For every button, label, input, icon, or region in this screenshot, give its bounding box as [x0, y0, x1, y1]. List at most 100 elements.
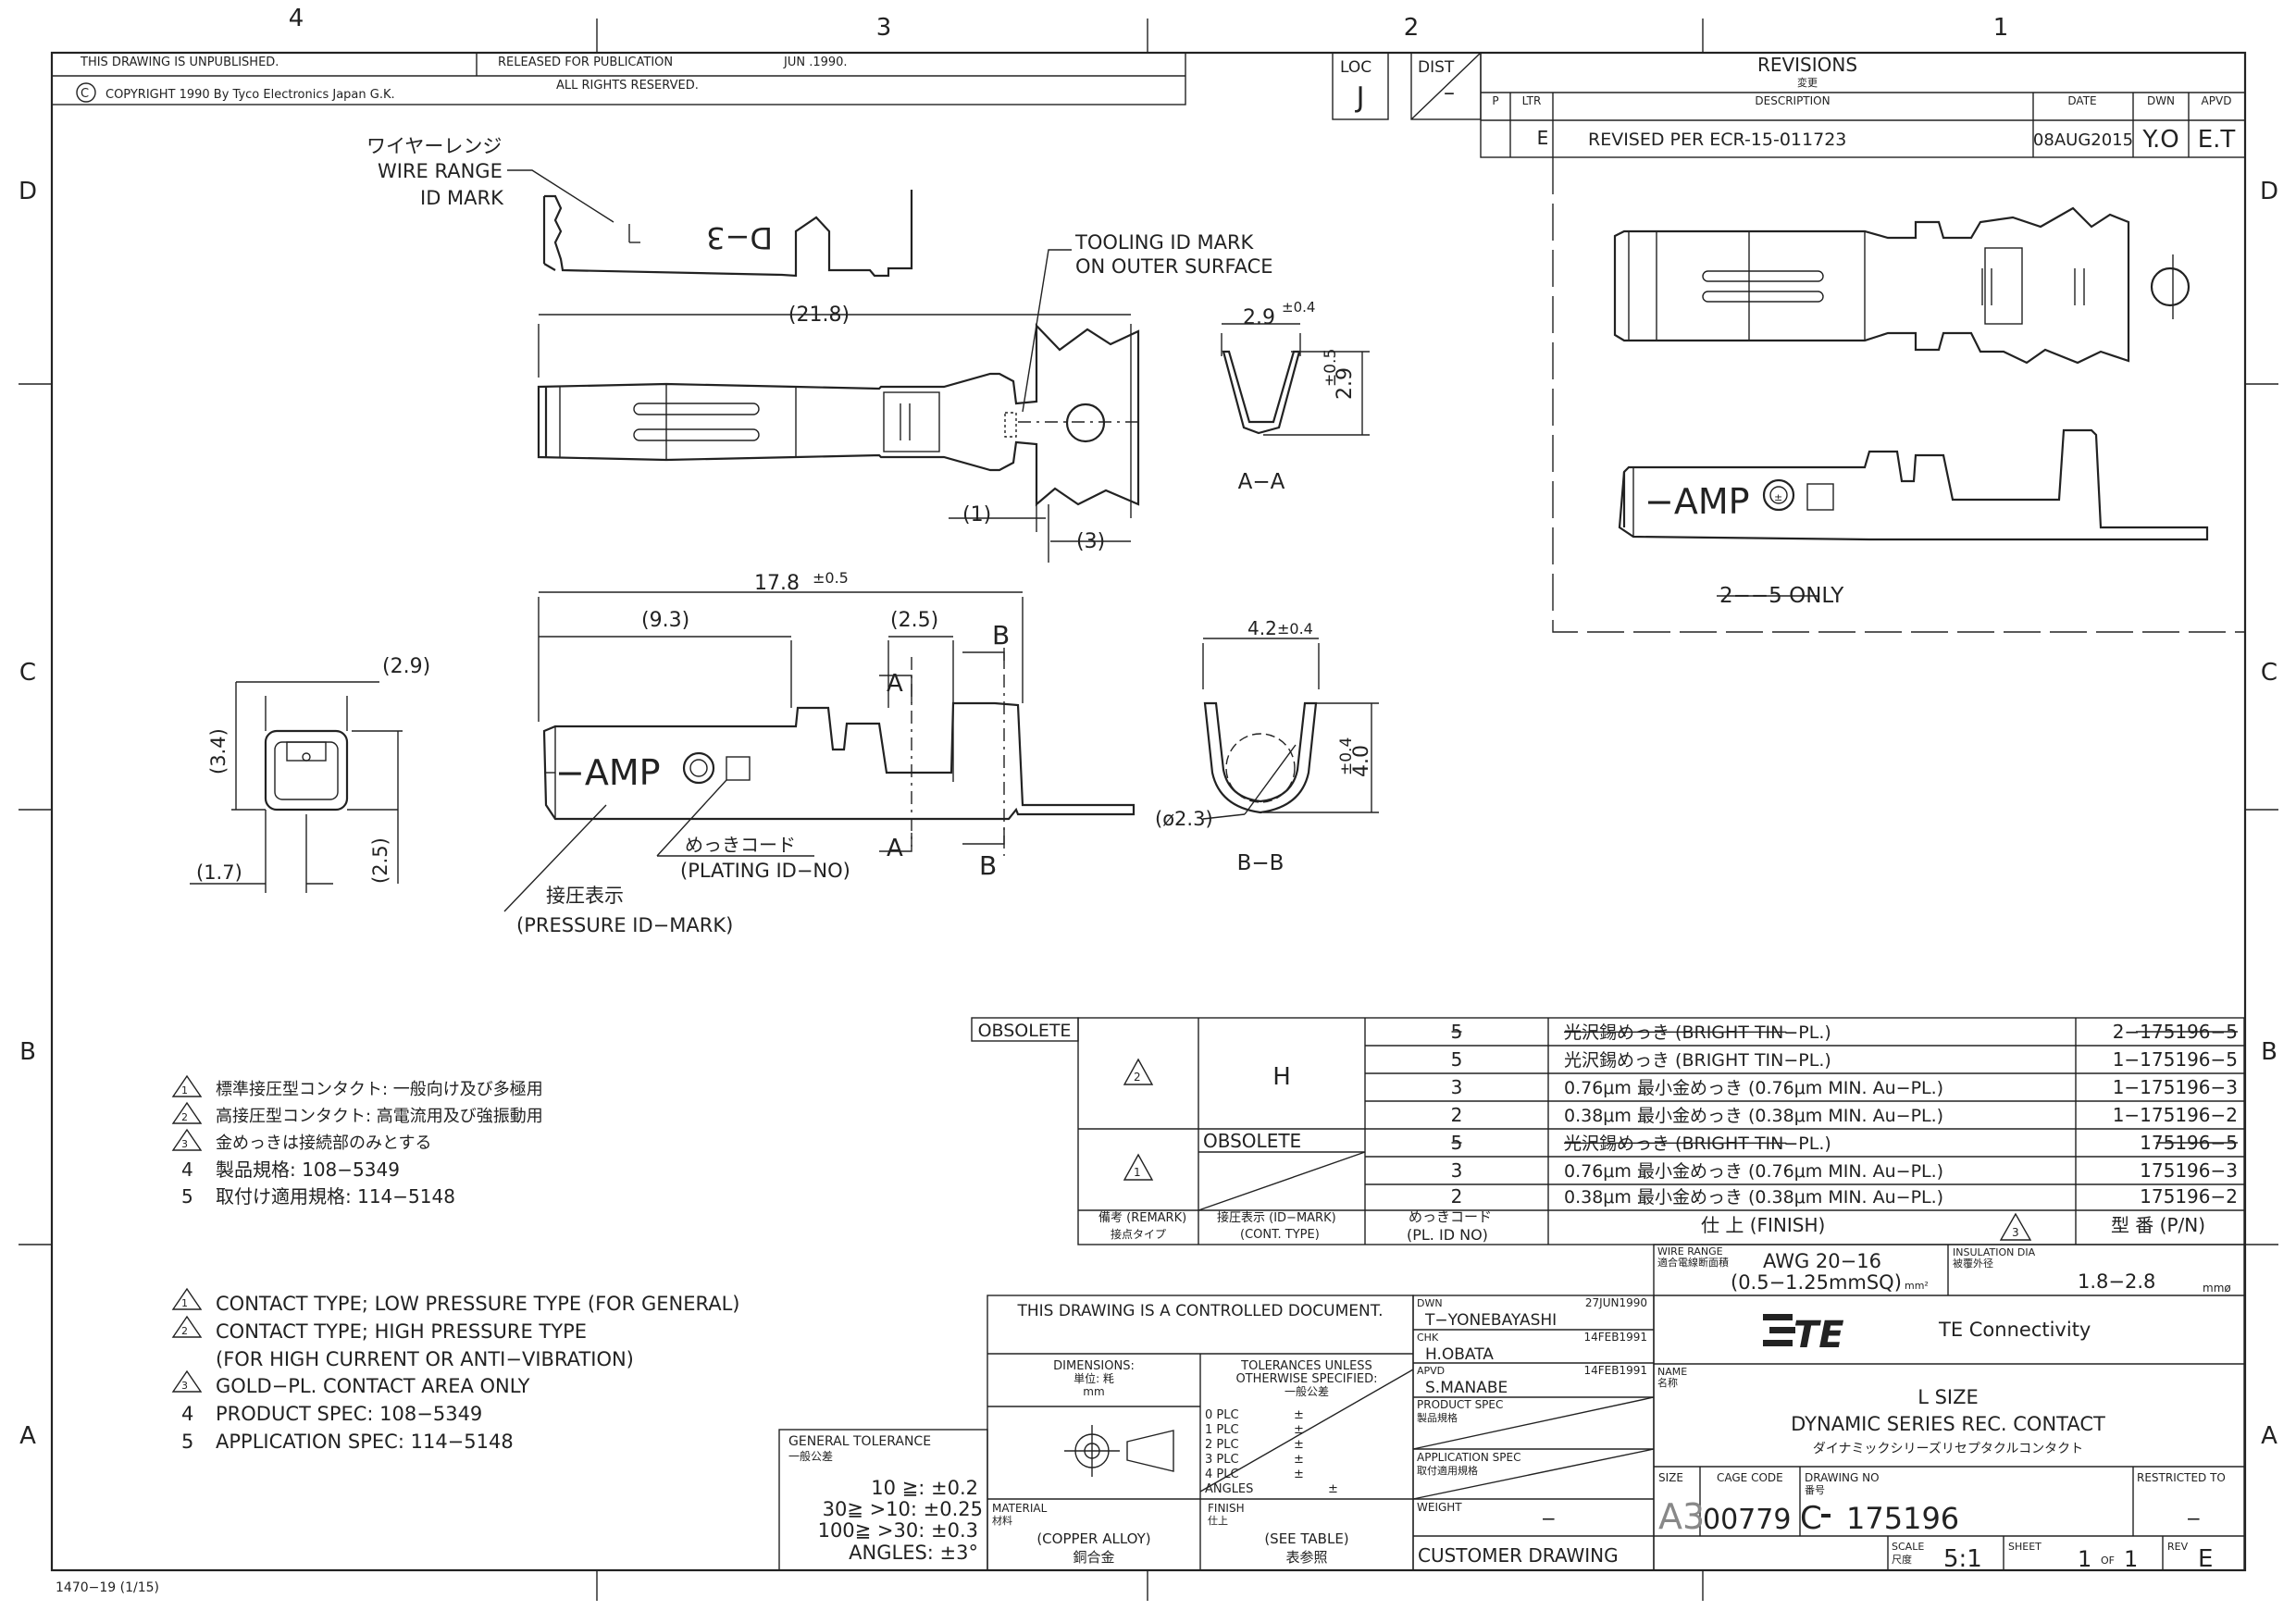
released-note: RELEASED FOR PUBLICATION — [498, 56, 673, 69]
row-plating-code: 2 — [1451, 1185, 1463, 1208]
hdr-idmark: 接圧表示 (ID−MARK) — [1217, 1210, 1336, 1225]
dim-2-5: (2.5) — [890, 609, 938, 632]
row-finish: 光沢錫めっき (BRIGHT TIN−PL.) — [1564, 1050, 1831, 1071]
revisions-block: REVISIONS 変更 P LTR DESCRIPTION DATE DWN … — [1480, 52, 2246, 158]
wire-awg: AWG 20−16 — [1763, 1250, 1881, 1272]
note-en-4: PRODUCT SPEC: 108−5349 — [216, 1403, 482, 1425]
svg-text:0 PLC: 0 PLC — [1205, 1408, 1239, 1422]
wire-range-label: WIRE RANGE — [378, 160, 503, 182]
loc-dist-block: LOC J DIST – — [1332, 52, 1482, 120]
cut-label-a-top: A — [887, 670, 903, 698]
top-view-contact: ワイヤーレンジ WIRE RANGE ID MARK D−3 — [366, 135, 913, 278]
row-part-number: 1−175196−5 — [2113, 1048, 2238, 1071]
gen-tol-row-1: 10 ≧: ±0.2 — [871, 1477, 978, 1499]
section-aa-height-tol: ±0.5 — [1322, 349, 1340, 387]
note-en-3: GOLD−PL. CONTACT AREA ONLY — [216, 1375, 530, 1397]
parts-table-header: 備考 (REMARK) 接点タイプ 接圧表示 (ID−MARK) (CONT. … — [1098, 1208, 2205, 1244]
zone-left-c: C — [19, 659, 36, 687]
id-mark-label: ID MARK — [420, 187, 504, 209]
note-en-5: APPLICATION SPEC: 114−5148 — [216, 1431, 514, 1453]
size-value: A3 — [1658, 1496, 1705, 1537]
svg-text:mm²: mm² — [1905, 1280, 1929, 1292]
weight-label: WEIGHT — [1417, 1501, 1462, 1514]
name-label: NAME — [1657, 1366, 1687, 1378]
copyright-note: COPYRIGHT 1990 By Tyco Electronics Japan… — [105, 88, 395, 102]
detail-view-box: −AMP ± 2−−5 ONLY — [1552, 157, 2244, 633]
plan-view-contact: (21.8) (1) (3) — [537, 304, 1140, 563]
sheet-total: 1 — [2124, 1546, 2138, 1572]
zone-right-b: B — [2261, 1038, 2277, 1066]
ins-value: 1.8−2.8 — [2078, 1270, 2155, 1293]
note-en-1: CONTACT TYPE; LOW PRESSURE TYPE (FOR GEN… — [216, 1293, 739, 1315]
svg-text:5: 5 — [181, 1431, 193, 1453]
cut-label-b-bottom: B — [979, 850, 997, 881]
svg-text:DWN: DWN — [1417, 1297, 1443, 1309]
contact-type-h: H — [1272, 1063, 1291, 1091]
dist-value: – — [1444, 80, 1455, 105]
svg-text:±: ± — [1294, 1408, 1304, 1422]
zone-ticks — [19, 19, 2278, 1601]
zone-right-d: D — [2260, 178, 2278, 205]
row-plating-code: 2 — [1451, 1104, 1463, 1126]
gen-tol-row-3: 100≧ >30: ±0.3 — [818, 1519, 978, 1542]
hdr-finish: 仕 上 (FINISH) — [1701, 1214, 1825, 1236]
svg-text:±: ± — [1774, 491, 1782, 503]
hdr-pn: 型 番 (P/N) — [2111, 1214, 2205, 1236]
restricted-value: − — [2186, 1507, 2202, 1530]
company-name: TE Connectivity — [1938, 1319, 2091, 1341]
row-part-number: 175196−2 — [2140, 1185, 2238, 1208]
svg-text:OF: OF — [2101, 1555, 2115, 1567]
release-date: JUN .1990. — [783, 56, 848, 69]
zone-top-1: 1 — [1993, 14, 2009, 42]
general-tolerance-jp: 一般公差 — [788, 1449, 833, 1463]
svg-text:3 PLC: 3 PLC — [1205, 1453, 1239, 1467]
revisions-title-jp: 変更 — [1797, 76, 1818, 89]
row-finish: 0.38μm 最小金めっき (0.38μm MIN. Au−PL.) — [1564, 1187, 1943, 1208]
end-dim-2-9: (2.9) — [382, 655, 430, 678]
dwg-number: 175196 — [1846, 1501, 1959, 1536]
general-tolerance-label: GENERAL TOLERANCE — [788, 1434, 931, 1449]
zone-top-4: 4 — [289, 5, 304, 32]
zone-labels: 4 3 2 1 D C B A D C B A — [19, 5, 2278, 1450]
drawing-border — [50, 51, 2247, 1572]
dim-length-21-8: (21.8) — [788, 304, 850, 327]
svg-text:尺度: 尺度 — [1892, 1553, 1912, 1566]
row-part-number: 1−175196−3 — [2113, 1076, 2238, 1098]
tol-title-2: OTHERWISE SPECIFIED: — [1235, 1372, 1377, 1386]
end-view-contact: (2.9) (3.4) (1.7) (2.5) — [190, 655, 430, 893]
svg-text:銅合金: 銅合金 — [1073, 1549, 1114, 1566]
hdr-conttype: (CONT. TYPE) — [1240, 1228, 1320, 1242]
hdr-plid: (PL. ID NO) — [1407, 1226, 1488, 1244]
svg-text:2: 2 — [181, 1111, 188, 1123]
rev-label: REV — [2167, 1541, 2189, 1553]
note-jp-4: 製品規格: 108−5349 — [216, 1158, 400, 1181]
zone-left-d: D — [19, 178, 37, 205]
part-title-jp: ダイナミックシリーズリセプタクルコンタクト — [1813, 1442, 2083, 1456]
zone-top-3: 3 — [876, 14, 892, 42]
svg-text:材料: 材料 — [992, 1514, 1012, 1527]
dim-9-3: (9.3) — [641, 609, 689, 632]
cut-label-b-top: B — [992, 620, 1010, 650]
rev-col-date: DATE — [2067, 94, 2096, 107]
restricted-label: RESTRICTED TO — [2137, 1471, 2226, 1484]
dwn-name: T−YONEBAYASHI — [1424, 1311, 1557, 1330]
row-finish: 0.76μm 最小金めっき (0.76μm MIN. Au−PL.) — [1564, 1078, 1943, 1098]
row-part-number: 175196−3 — [2140, 1159, 2238, 1182]
material-label: MATERIAL — [992, 1502, 1048, 1515]
zone-left-a: A — [19, 1422, 36, 1450]
zone-right-a: A — [2261, 1422, 2277, 1450]
section-b-b: 4.2 ±0.4 (ø2.3) ±0.4 4.0 B−B — [1155, 617, 1379, 875]
dim-3: (3) — [1076, 530, 1105, 553]
row-finish: 0.76μm 最小金めっき (0.76μm MIN. Au−PL.) — [1564, 1161, 1943, 1182]
svg-text:被覆外径: 被覆外径 — [1953, 1258, 1993, 1270]
obsolete-label-2: OBSOLETE — [1203, 1130, 1301, 1152]
svg-text:3: 3 — [2012, 1226, 2019, 1239]
zone-right-c: C — [2261, 659, 2277, 687]
rights-note: ALL RIGHTS RESERVED. — [556, 79, 699, 93]
pressure-mark-jp: 接圧表示 — [546, 885, 624, 907]
svg-text:4 PLC: 4 PLC — [1205, 1468, 1239, 1481]
id-mark-text: D−3 — [706, 220, 773, 255]
section-aa-label: A−A — [1238, 470, 1285, 494]
row-plating-code: 5 — [1451, 1048, 1463, 1071]
